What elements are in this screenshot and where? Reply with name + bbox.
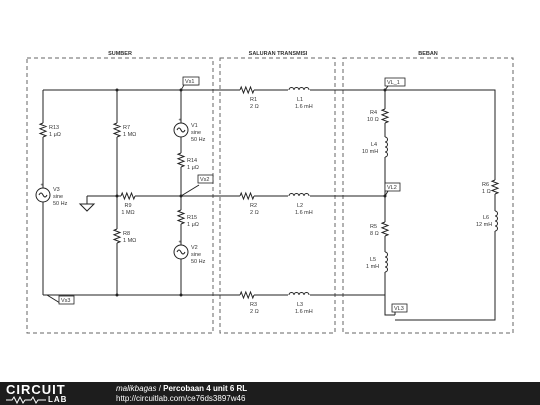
svg-text:10 Ω: 10 Ω [367, 117, 379, 123]
svg-text:R9: R9 [124, 203, 131, 209]
source-v1[interactable]: V1 sine 50 Hz [173, 117, 206, 144]
svg-text:50 Hz: 50 Hz [53, 201, 68, 207]
svg-text:R3: R3 [250, 302, 257, 308]
credit-separator: / [156, 384, 164, 393]
svg-text:1 mH: 1 mH [366, 264, 379, 270]
inductor-l6[interactable]: L6 12 mH [476, 210, 498, 232]
svg-text:Vs2: Vs2 [200, 177, 209, 183]
circuitlab-logo[interactable]: CIRCUIT LAB [6, 383, 92, 404]
resistor-r2[interactable]: R2 2 Ω [239, 192, 259, 216]
net-tag-vl1[interactable]: VL_1 [384, 77, 406, 91]
svg-text:V1: V1 [191, 123, 198, 129]
svg-text:2 Ω: 2 Ω [250, 309, 259, 315]
svg-text:R8: R8 [123, 231, 130, 237]
junctions [115, 88, 387, 297]
svg-text:12 mH: 12 mH [476, 222, 492, 228]
svg-text:R14: R14 [187, 158, 197, 164]
svg-text:R13: R13 [49, 125, 59, 131]
section-title-sumber: SUMBER [108, 51, 132, 57]
source-v2[interactable]: V2 sine 50 Hz [173, 239, 206, 266]
svg-text:1 μΩ: 1 μΩ [187, 222, 199, 228]
svg-text:L2: L2 [297, 203, 303, 209]
inductor-l3[interactable]: L3 1.6 mH [288, 292, 313, 316]
svg-text:1 MΩ: 1 MΩ [123, 238, 136, 244]
footer-bar: CIRCUIT LAB malikbagas / Percobaan 4 uni… [0, 382, 540, 405]
logo-text-top: CIRCUIT [6, 382, 66, 397]
svg-text:R7: R7 [123, 125, 130, 131]
svg-text:L4: L4 [371, 142, 377, 148]
logo-wave-icon [6, 396, 46, 404]
svg-text:R4: R4 [370, 110, 377, 116]
footer-credit: malikbagas / Percobaan 4 unit 6 RL [116, 384, 247, 393]
section-saluran-transmisi: SALURAN TRANSMISI [219, 51, 336, 334]
svg-text:V3: V3 [53, 187, 60, 193]
svg-text:1 Ω: 1 Ω [482, 189, 491, 195]
svg-text:50 Hz: 50 Hz [191, 259, 206, 265]
section-title-saluran: SALURAN TRANSMISI [249, 51, 308, 57]
section-title-beban: BEBAN [418, 51, 438, 57]
svg-text:R15: R15 [187, 215, 197, 221]
svg-text:1 MΩ: 1 MΩ [123, 132, 136, 138]
svg-text:L1: L1 [297, 97, 303, 103]
resistor-r7[interactable]: R7 1 MΩ [113, 122, 136, 138]
resistor-r14[interactable]: R14 1 μΩ [177, 152, 199, 171]
inductor-l1[interactable]: L1 1.6 mH [288, 87, 313, 111]
svg-text:sine: sine [191, 130, 201, 136]
resistor-r3[interactable]: R3 2 Ω [239, 291, 259, 315]
svg-text:L3: L3 [297, 302, 303, 308]
resistor-r1[interactable]: R1 2 Ω [239, 86, 259, 110]
svg-text:L6: L6 [483, 215, 489, 221]
svg-text:1.6 mH: 1.6 mH [295, 104, 313, 110]
svg-text:VL2: VL2 [387, 185, 397, 191]
wires [42, 89, 496, 321]
svg-text:2 Ω: 2 Ω [250, 104, 259, 110]
resistor-r5[interactable]: R5 8 Ω [370, 221, 389, 237]
resistor-r15[interactable]: R15 1 μΩ [177, 209, 199, 228]
svg-text:V2: V2 [191, 245, 198, 251]
svg-text:50 Hz: 50 Hz [191, 137, 206, 143]
net-tag-vl2[interactable]: VL2 [384, 182, 401, 197]
svg-text:R5: R5 [370, 224, 377, 230]
svg-text:1 μΩ: 1 μΩ [49, 132, 61, 138]
circuit-title: Percobaan 4 unit 6 RL [163, 384, 248, 393]
net-tag-vl3[interactable]: VL3 [391, 303, 408, 315]
resistor-r4[interactable]: R4 10 Ω [367, 108, 389, 124]
inductor-l5[interactable]: L5 1 mH [366, 251, 388, 273]
author-name[interactable]: malikbagas [116, 384, 157, 393]
svg-text:R2: R2 [250, 203, 257, 209]
svg-text:sine: sine [53, 194, 63, 200]
svg-text:1.6 mH: 1.6 mH [295, 309, 313, 315]
net-tag-vs2[interactable]: Vs2 [180, 174, 214, 197]
svg-text:8 Ω: 8 Ω [370, 231, 379, 237]
resistor-r9[interactable]: R9 1 MΩ [120, 192, 136, 216]
net-tag-vs3[interactable]: Vs3 [46, 294, 75, 305]
inductor-l4[interactable]: L4 10 mH [362, 136, 388, 158]
svg-text:VL_1: VL_1 [387, 80, 400, 86]
svg-text:1 μΩ: 1 μΩ [187, 165, 199, 171]
logo-text-bottom: LAB [48, 395, 68, 404]
svg-text:1.6 mH: 1.6 mH [295, 210, 313, 216]
svg-text:Vs3: Vs3 [61, 298, 70, 304]
svg-text:L5: L5 [370, 257, 376, 263]
svg-text:sine: sine [191, 252, 201, 258]
svg-text:10 mH: 10 mH [362, 149, 378, 155]
inductor-l2[interactable]: L2 1.6 mH [288, 193, 313, 217]
svg-text:VL3: VL3 [394, 306, 404, 312]
circuit-schematic: + SUMBER SALURAN TRANSMISI BEBAN [26, 51, 514, 334]
ground-symbol [78, 203, 96, 212]
resistor-r13[interactable]: R13 1 μΩ [39, 122, 61, 138]
net-tag-vs1[interactable]: Vs1 [180, 76, 200, 91]
resistor-r8[interactable]: R8 1 MΩ [113, 228, 136, 244]
svg-text:Vs1: Vs1 [185, 79, 194, 85]
svg-text:2 Ω: 2 Ω [250, 210, 259, 216]
svg-text:1 MΩ: 1 MΩ [121, 210, 134, 216]
circuit-url-link[interactable]: http://circuitlab.com/ce76ds3897w46 [116, 394, 246, 403]
svg-text:R1: R1 [250, 97, 257, 103]
source-v3[interactable]: V3 sine 50 Hz [35, 182, 68, 208]
resistor-r6[interactable]: R6 1 Ω [482, 179, 499, 195]
svg-text:R6: R6 [482, 182, 489, 188]
